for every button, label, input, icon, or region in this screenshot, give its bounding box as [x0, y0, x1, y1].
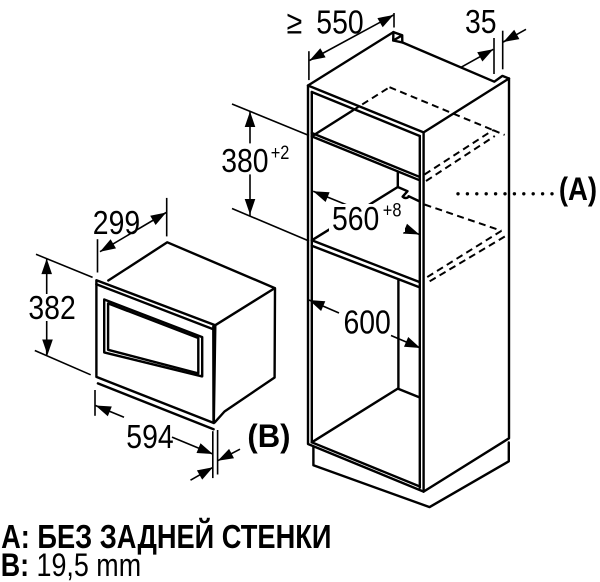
- svg-text:299: 299: [93, 204, 140, 242]
- svg-text:382: 382: [28, 289, 75, 327]
- svg-text:(A): (A): [559, 172, 597, 207]
- svg-text:+2: +2: [271, 142, 290, 163]
- svg-text:В: 19,5 mm: В: 19,5 mm: [1, 548, 141, 582]
- svg-text:≥: ≥: [287, 3, 303, 41]
- svg-text:А: БЕЗ ЗАДНЕЙ СТЕНКИ: А: БЕЗ ЗАДНЕЙ СТЕНКИ: [1, 518, 331, 555]
- svg-text:35: 35: [465, 3, 497, 41]
- svg-text:600: 600: [344, 303, 391, 341]
- svg-text:550: 550: [316, 3, 363, 41]
- svg-text:380: 380: [221, 142, 268, 180]
- svg-text:560: 560: [332, 200, 379, 238]
- svg-text:594: 594: [126, 418, 173, 456]
- svg-text:+8: +8: [383, 199, 402, 220]
- svg-text:(B): (B): [247, 417, 290, 454]
